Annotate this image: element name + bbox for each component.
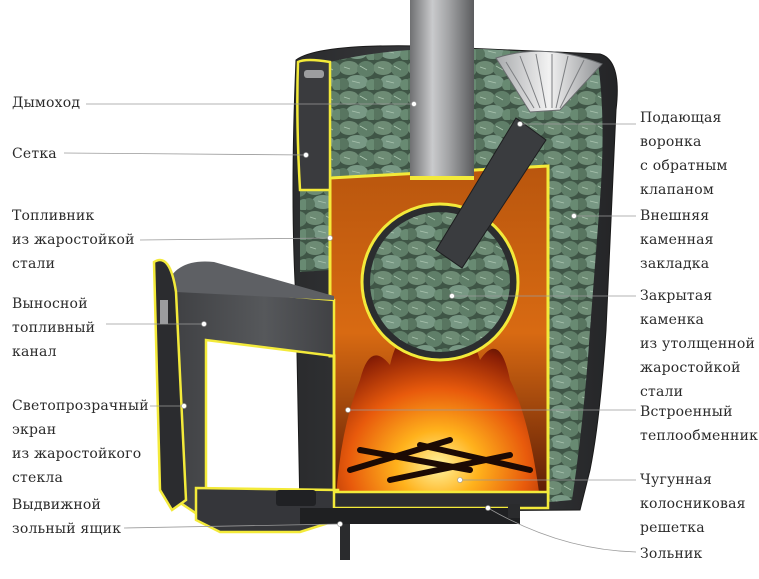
label-line: решетка bbox=[640, 520, 705, 536]
label-funnel: Подающая воронка с обратным клапаном bbox=[640, 106, 728, 202]
label-line: Топливник bbox=[12, 208, 95, 224]
heat-exchanger-pipe bbox=[435, 117, 547, 269]
label-line: колосниковая bbox=[640, 496, 746, 512]
chimney-collar bbox=[410, 176, 474, 180]
label-line: каменная bbox=[640, 232, 714, 248]
ash-drawer-handle bbox=[276, 490, 316, 506]
label-line: каменка bbox=[640, 312, 705, 328]
label-line: Зольник bbox=[640, 546, 703, 562]
label-line: из жаростойкого bbox=[12, 446, 142, 462]
mesh-bracket bbox=[304, 70, 324, 78]
label-outer-stones: Внешняя каменная закладка bbox=[640, 204, 714, 276]
label-line: Дымоход bbox=[12, 95, 81, 111]
label-line: Подающая bbox=[640, 110, 722, 126]
label-line: Закрытая bbox=[640, 288, 713, 304]
label-chimney: Дымоход bbox=[12, 91, 80, 115]
label-closed-heater: Закрытая каменка из утолщенной жаростойк… bbox=[640, 284, 755, 404]
label-line: воронка bbox=[640, 134, 702, 150]
stove bbox=[152, 0, 618, 560]
label-line: жаростойкой bbox=[640, 360, 741, 376]
label-line: Сетка bbox=[12, 146, 57, 162]
label-line: Светопрозрачный bbox=[12, 398, 149, 414]
grate bbox=[332, 490, 550, 510]
label-line: стали bbox=[640, 384, 684, 400]
label-firebox: Топливник из жаростойкой стали bbox=[12, 204, 135, 276]
label-line: Выдвижной bbox=[12, 497, 102, 513]
label-line: клапаном bbox=[640, 182, 714, 198]
label-grate: Чугунная колосниковая решетка bbox=[640, 468, 746, 540]
left-stone-layer bbox=[300, 190, 330, 272]
label-line: теплообменник bbox=[640, 428, 759, 444]
label-line: закладка bbox=[640, 256, 710, 272]
label-line: из утолщенной bbox=[640, 336, 756, 352]
label-line: зольный ящик bbox=[12, 521, 122, 537]
closed-heater-stones bbox=[370, 212, 510, 352]
leg-right bbox=[508, 504, 520, 518]
firewood bbox=[347, 437, 533, 483]
label-heat-exchanger: Встроенный теплообменник bbox=[640, 400, 758, 448]
mesh-frame bbox=[296, 58, 332, 192]
label-line: топливный bbox=[12, 320, 96, 336]
funnel-ribs bbox=[505, 53, 585, 109]
label-line: экран bbox=[12, 422, 57, 438]
label-line: Чугунная bbox=[640, 472, 713, 488]
label-line: Внешняя bbox=[640, 208, 710, 224]
leader-lines bbox=[63, 101, 637, 553]
label-glass-screen: Светопрозрачный экран из жаростойкого ст… bbox=[12, 394, 149, 490]
label-mesh: Сетка bbox=[12, 142, 57, 166]
label-line: канал bbox=[12, 344, 57, 360]
label-line: Встроенный bbox=[640, 404, 733, 420]
label-line: стали bbox=[12, 256, 56, 272]
label-line: с обратным bbox=[640, 158, 728, 174]
chimney-pipe bbox=[410, 0, 474, 178]
label-fuel-channel: Выносной топливный канал bbox=[12, 292, 95, 364]
label-ash-drawer: Выдвижной зольный ящик bbox=[12, 493, 121, 541]
ash-pit bbox=[300, 508, 520, 524]
fuel-channel-top bbox=[166, 261, 334, 300]
label-line: Выносной bbox=[12, 296, 88, 312]
door-hinge bbox=[160, 300, 168, 324]
supply-funnel bbox=[495, 50, 603, 113]
label-line: стекла bbox=[12, 470, 64, 486]
label-line: из жаростойкой bbox=[12, 232, 135, 248]
leg-left bbox=[340, 524, 350, 560]
label-ash-pit: Зольник bbox=[640, 542, 702, 566]
